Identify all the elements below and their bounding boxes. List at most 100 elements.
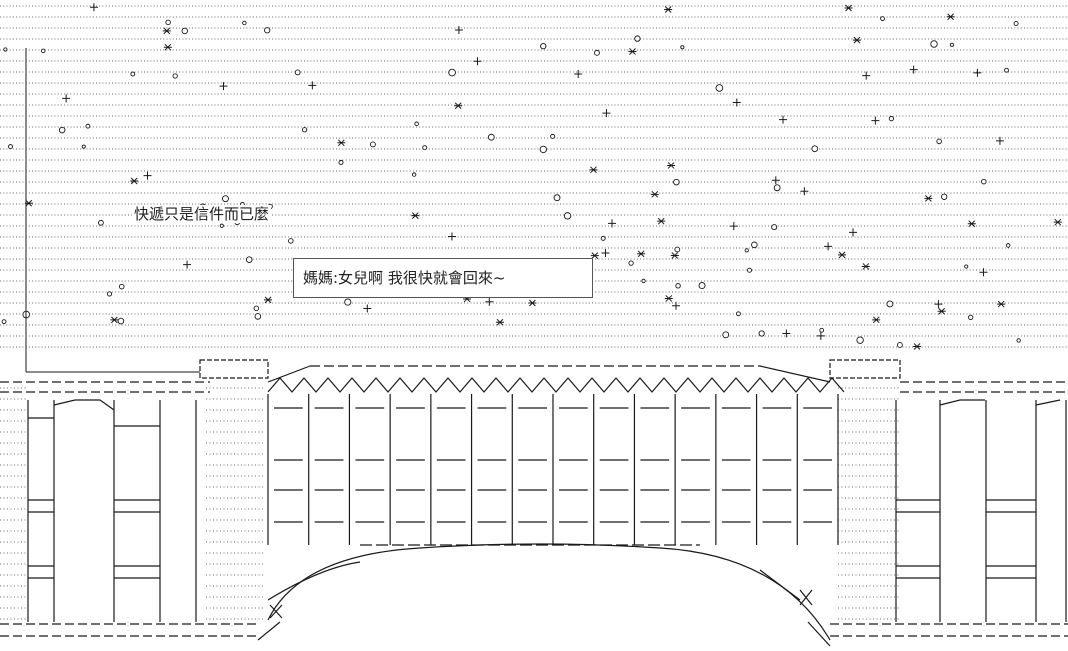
star-circle (856, 336, 864, 344)
star-circle (1016, 338, 1021, 343)
star-asterisk (637, 250, 646, 258)
roof-slope (267, 365, 831, 383)
star-circle (487, 133, 495, 141)
star-asterisk (844, 4, 853, 12)
star-asterisk (528, 299, 537, 307)
star-asterisk (590, 252, 599, 259)
star-circle (936, 138, 942, 145)
star-circle (811, 145, 819, 153)
star-circle (98, 219, 104, 226)
star-circle (886, 300, 894, 308)
ground-right (830, 623, 1068, 637)
star-circle (369, 141, 376, 148)
star-circle (344, 298, 352, 306)
star-circle (680, 45, 685, 50)
star-asterisk (924, 195, 933, 202)
star-plus (979, 268, 988, 277)
star-asterisk (872, 316, 881, 324)
star-circle (181, 27, 188, 35)
star-circle (294, 69, 301, 76)
star-asterisk (667, 162, 676, 169)
left-roof (0, 381, 210, 393)
star-circle (722, 331, 730, 339)
star-circle (634, 35, 641, 42)
star-circle (81, 144, 86, 149)
star-plus (308, 81, 317, 90)
star-asterisk (937, 307, 946, 315)
star-circle (40, 48, 46, 54)
star-asterisk (913, 343, 922, 350)
star-circle (674, 246, 681, 253)
star-asterisk (495, 318, 504, 326)
star-circle (949, 42, 954, 47)
star-plus (824, 242, 833, 251)
right-tower-cap (829, 359, 901, 379)
star-circle (751, 241, 758, 249)
star-plus (454, 25, 463, 34)
star-circle (553, 194, 561, 202)
star-circle (219, 223, 224, 228)
star-asterisk (650, 190, 659, 198)
left-tower-cap (199, 359, 269, 379)
star-asterisk (946, 13, 955, 21)
building (0, 359, 1068, 647)
star-circle (448, 68, 456, 77)
star-circle (253, 305, 260, 312)
star-plus (871, 116, 880, 125)
star-asterisk (657, 217, 666, 225)
star-circle (264, 27, 271, 34)
star-plus (800, 187, 809, 196)
star-circle (85, 123, 91, 129)
star-circle (539, 145, 548, 154)
speech-text: 媽媽:女兒啊 我很快就會回來~ (303, 269, 506, 287)
star-plus (219, 82, 228, 91)
narration-text: 快遞只是信件而已麼 (132, 205, 272, 223)
star-circle (628, 260, 634, 266)
star-circle (414, 121, 419, 127)
starry-sky (0, 3, 1068, 373)
star-plus (671, 301, 680, 310)
star-circle (165, 19, 171, 26)
star-asterisk (130, 177, 139, 185)
entrance-detail (267, 561, 801, 601)
left-arch (28, 399, 160, 427)
star-asterisk (162, 27, 171, 35)
star-circle (338, 159, 344, 165)
zigzag-cornice (267, 377, 845, 393)
star-asterisk (163, 43, 172, 51)
star-circle (698, 282, 706, 290)
star-circle (8, 144, 13, 150)
star-circle (172, 73, 178, 79)
star-asterisk (628, 48, 637, 55)
star-circle (106, 291, 113, 297)
star-plus (934, 300, 943, 309)
star-asterisk (997, 300, 1006, 308)
star-asterisk (852, 36, 861, 44)
star-circle (771, 224, 778, 231)
star-circle (880, 16, 885, 22)
star-circle (968, 314, 974, 321)
star-plus (89, 3, 98, 12)
star-circle (964, 264, 969, 269)
star-circle (540, 43, 547, 50)
star-plus (363, 304, 372, 313)
star-circle (744, 248, 749, 253)
star-asterisk (337, 139, 346, 147)
star-circle (735, 311, 741, 317)
star-plus (601, 249, 610, 258)
star-circle (130, 71, 136, 77)
star-asterisk (589, 166, 598, 174)
star-circle (117, 317, 125, 325)
star-circle (411, 172, 417, 177)
star-plus (909, 65, 918, 74)
star-circle (773, 184, 781, 192)
star-asterisk (264, 296, 273, 304)
star-plus (849, 228, 858, 237)
star-circle (715, 84, 724, 92)
star-plus (473, 57, 482, 66)
star-circle (550, 133, 556, 139)
star-plus (771, 176, 780, 185)
star-plus (62, 94, 71, 103)
star-asterisk (110, 316, 119, 324)
star-asterisk (838, 251, 847, 259)
